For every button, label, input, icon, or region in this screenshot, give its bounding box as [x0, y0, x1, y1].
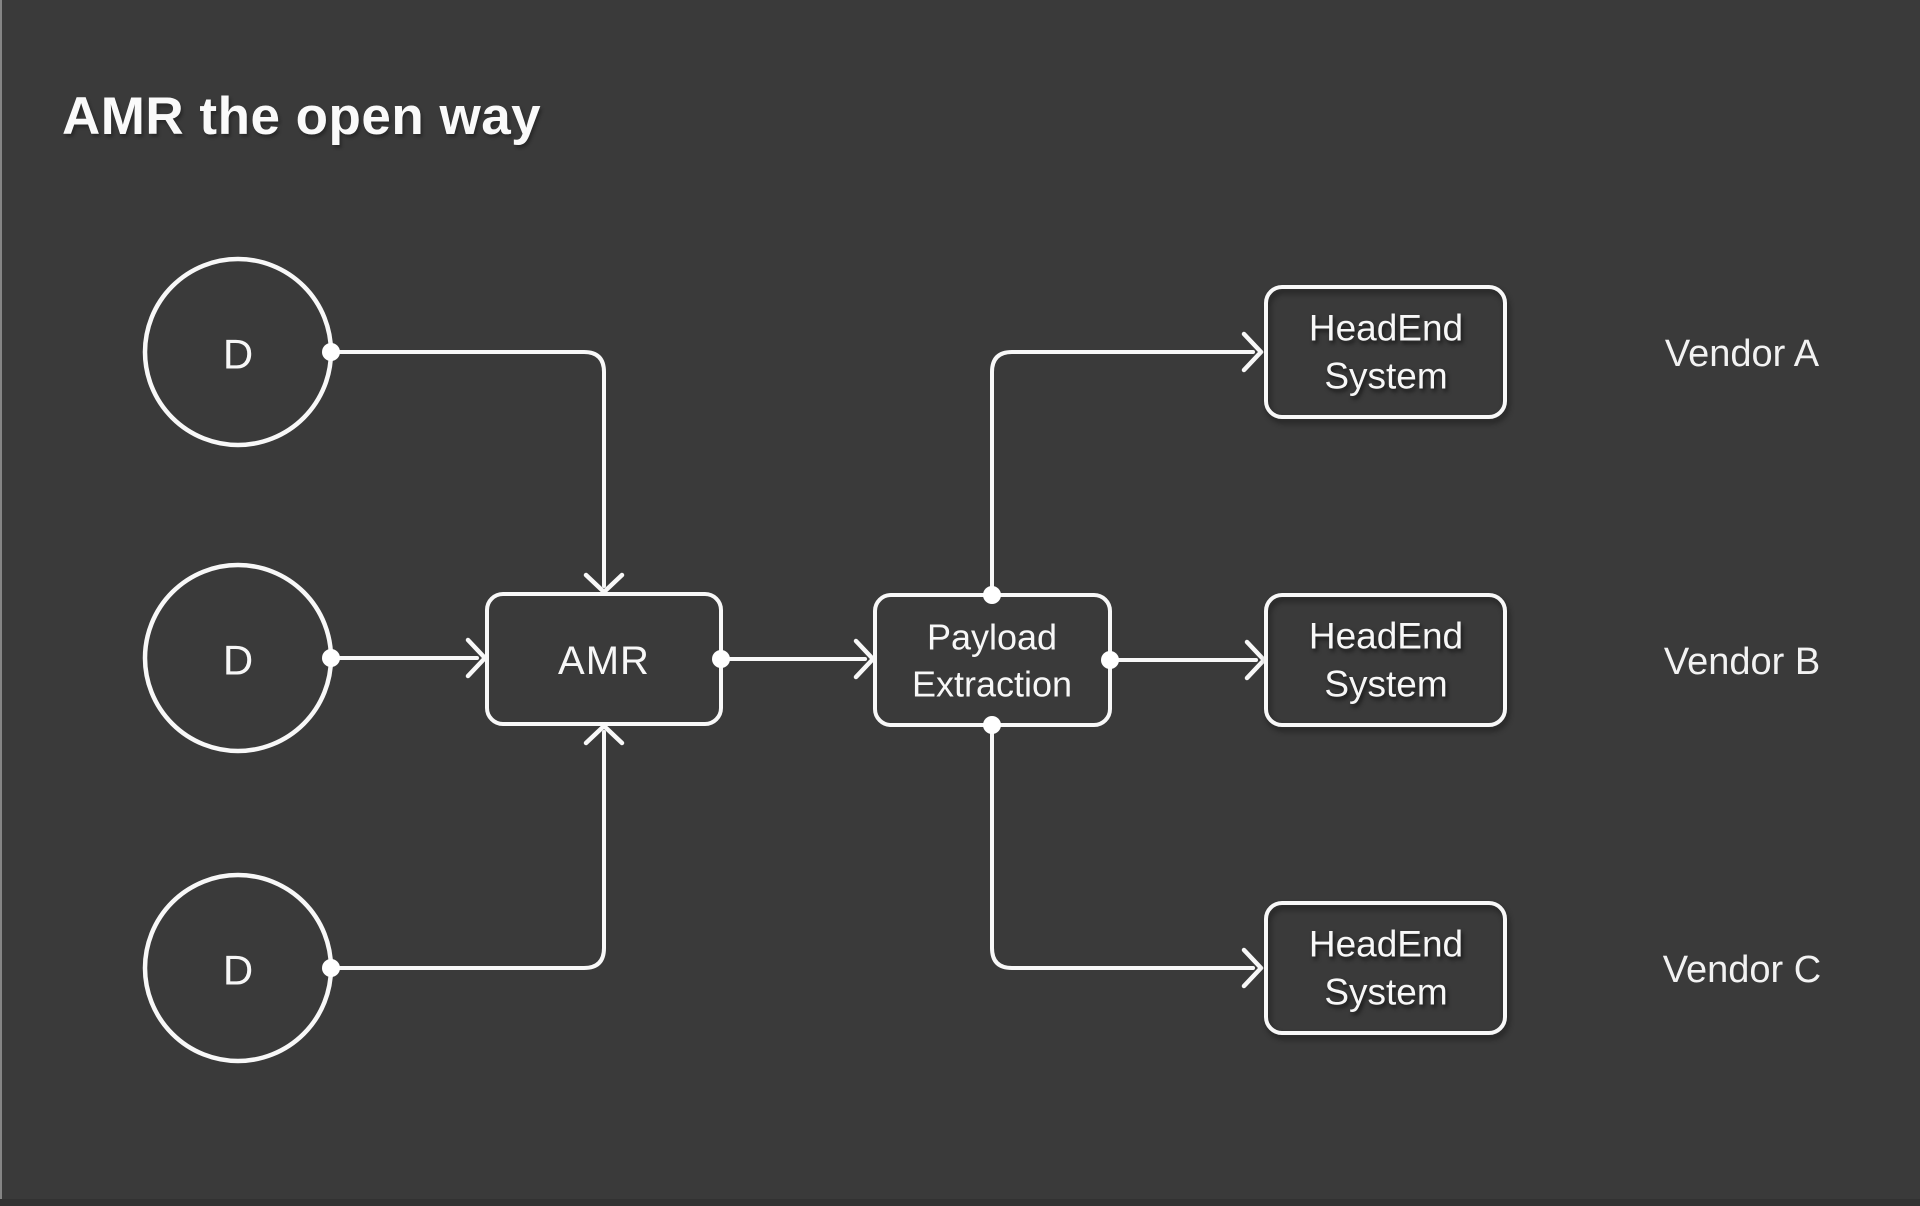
- edge-device1-amr: [329, 350, 625, 595]
- screen-left-edge: [0, 0, 2, 1206]
- headend-box: [1264, 593, 1507, 727]
- device-label: D: [223, 331, 253, 378]
- edge-device3-amr: [329, 723, 625, 970]
- payload-extraction-label-line2: Extraction: [912, 664, 1072, 705]
- device-label: D: [223, 947, 253, 994]
- headend-label-line1: HeadEnd: [1309, 308, 1463, 349]
- connection-dot: [983, 716, 1001, 734]
- connection-dot: [983, 586, 1001, 604]
- connection-dot: [322, 649, 340, 667]
- edge-payload-headend-b: [1108, 639, 1267, 681]
- arrow-right-icon: [1241, 947, 1264, 989]
- connection-dot: [1101, 651, 1119, 669]
- screen-bottom-edge: [0, 1199, 1920, 1206]
- headend-label-line1: HeadEnd: [1309, 616, 1463, 657]
- vendor-a-label: Vendor A: [1665, 333, 1820, 375]
- diagram-title: AMR the open way: [62, 87, 542, 146]
- headend-label-line2: System: [1324, 972, 1447, 1013]
- edge-payload-headend-c: [990, 723, 1264, 989]
- headend-label-line1: HeadEnd: [1309, 924, 1463, 965]
- edge-payload-headend-a: [990, 331, 1264, 597]
- payload-extraction-node: Payload Extraction: [873, 593, 1112, 727]
- device-node-2: D: [142, 562, 334, 754]
- headend-node-b: HeadEnd System: [1264, 593, 1507, 727]
- headend-box: [1264, 901, 1507, 1035]
- amr-label: AMR: [558, 639, 650, 683]
- edge-line: [329, 350, 606, 588]
- device-node-1: D: [142, 256, 334, 448]
- connection-dot: [322, 343, 340, 361]
- edge-line: [329, 730, 606, 970]
- device-label: D: [223, 637, 253, 684]
- vendor-c-label: Vendor C: [1663, 949, 1821, 991]
- arrow-right-icon: [1241, 331, 1264, 373]
- device-node-3: D: [142, 872, 334, 1064]
- edge-line: [990, 350, 1255, 597]
- edge-device2-amr: [329, 637, 488, 679]
- edge-line: [990, 723, 1255, 970]
- amr-node: AMR: [485, 592, 723, 726]
- connection-dot: [322, 959, 340, 977]
- headend-label-line2: System: [1324, 664, 1447, 705]
- headend-node-a: HeadEnd System: [1264, 285, 1507, 419]
- payload-extraction-label-line1: Payload: [927, 617, 1057, 658]
- connection-dot: [712, 650, 730, 668]
- headend-label-line2: System: [1324, 356, 1447, 397]
- vendor-b-label: Vendor B: [1664, 641, 1820, 683]
- headend-box: [1264, 285, 1507, 419]
- edge-amr-payload: [719, 638, 876, 680]
- payload-extraction-box: [873, 593, 1112, 727]
- headend-node-c: HeadEnd System: [1264, 901, 1507, 1035]
